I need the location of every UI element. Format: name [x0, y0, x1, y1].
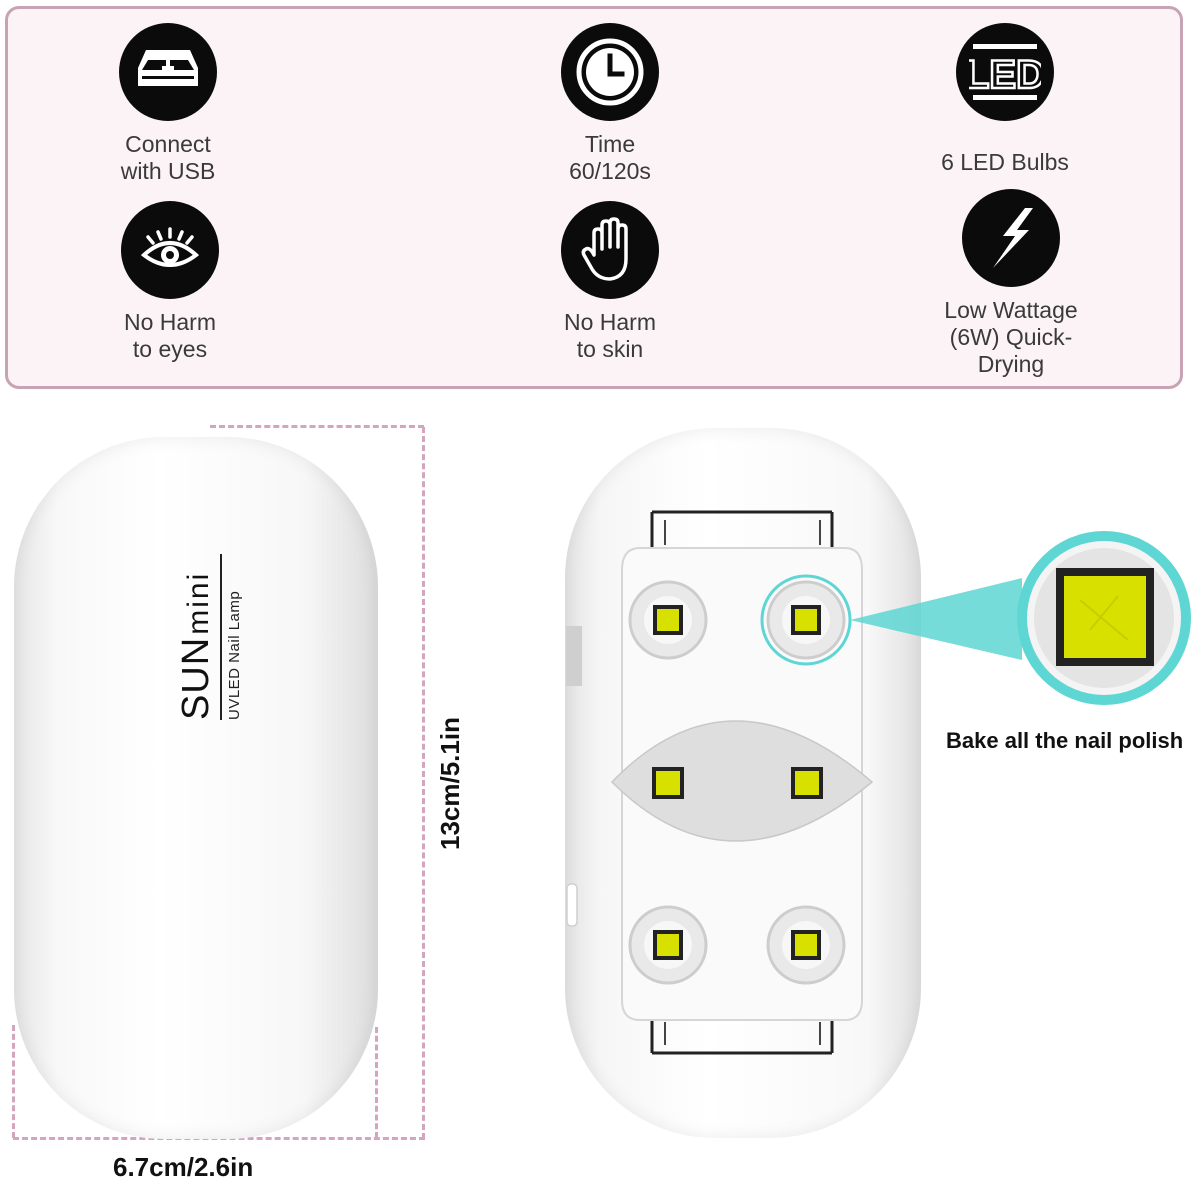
feature-led: LED 6 LED Bulbs [895, 23, 1115, 176]
led-bulb-2 [760, 574, 852, 666]
led-bulb-4 [791, 767, 823, 799]
led-zoom-callout [1017, 531, 1191, 705]
inner-frame-marks [664, 520, 821, 1045]
inner-frame-brackets [650, 510, 834, 1055]
callout-label: Bake all the nail polish [946, 728, 1184, 753]
feature-label-usb: Connect with USB [120, 131, 216, 184]
center-lens [610, 720, 874, 842]
dimension-guide-top [210, 425, 424, 428]
led-bulb-3 [652, 767, 684, 799]
dimension-guide-inner [375, 1027, 378, 1138]
usb-icon [119, 23, 217, 121]
feature-label-power: Low Wattage (6W) Quick- Drying [944, 297, 1078, 377]
feature-label-skin: No Harm to skin [563, 309, 656, 362]
side-button [566, 883, 578, 927]
feature-label-time: Time 60/120s [569, 131, 651, 184]
hand-icon [561, 201, 659, 299]
eye-icon [121, 201, 219, 299]
dimension-guide-right [422, 427, 425, 1139]
feature-label-led: 6 LED Bulbs [941, 149, 1069, 175]
clock-icon [561, 23, 659, 121]
lamp-top-view [14, 437, 378, 1139]
feature-eyes: No Harm to eyes [60, 201, 280, 363]
led-icon-text: LED [969, 53, 1041, 97]
callout-beam [850, 578, 1022, 660]
lightning-icon [962, 189, 1060, 287]
features-panel: Connect with USB Time 60/120s LED 6 LED … [5, 6, 1183, 389]
width-dimension-label: 6.7cm/2.6in [113, 1152, 254, 1182]
feature-usb: Connect with USB [58, 23, 278, 185]
led-bulb-6 [766, 905, 846, 985]
led-bulb-5 [628, 905, 708, 985]
feature-time: Time 60/120s [500, 23, 720, 185]
feature-power: Low Wattage (6W) Quick- Drying [901, 189, 1121, 378]
feature-label-eyes: No Harm to eyes [123, 309, 216, 362]
led-icon: LED [956, 23, 1054, 121]
dimension-guide-left [12, 1025, 15, 1138]
feature-skin: No Harm to skin [500, 201, 720, 363]
side-port [566, 626, 582, 686]
led-bulb-1 [628, 580, 708, 660]
